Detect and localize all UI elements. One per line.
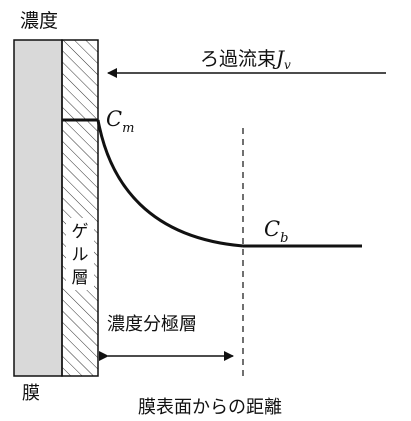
concentration-profile-curve xyxy=(96,119,244,248)
gel-layer-block xyxy=(61,39,99,377)
gel-label-backdrop xyxy=(66,218,94,290)
flux-label-backdrop xyxy=(195,48,325,68)
gel-layer-label-char3: 層 xyxy=(72,268,89,288)
cm-symbol: C xyxy=(106,107,122,131)
flux-label: ろ過流束Jv xyxy=(200,46,291,72)
flux-symbol: J xyxy=(272,46,285,70)
membrane-block xyxy=(13,39,63,377)
cb-symbol: C xyxy=(264,217,280,241)
concentration-label: 濃度 xyxy=(20,10,58,32)
polarization-layer-label: 濃度分極層 xyxy=(107,314,197,335)
membrane-label: 膜 xyxy=(22,383,40,404)
cm-label: Cm xyxy=(106,107,134,136)
flux-subscript: v xyxy=(284,58,291,72)
gel-layer-label-char2: ル xyxy=(72,245,89,265)
cm-subscript: m xyxy=(122,121,134,136)
cb-subscript: b xyxy=(280,231,288,246)
cb-label: Cb xyxy=(264,217,288,246)
gel-layer-label-char1: ゲ xyxy=(72,222,89,242)
distance-axis-label: 膜表面からの距離 xyxy=(138,397,282,418)
flux-text: ろ過流束 xyxy=(200,48,276,70)
